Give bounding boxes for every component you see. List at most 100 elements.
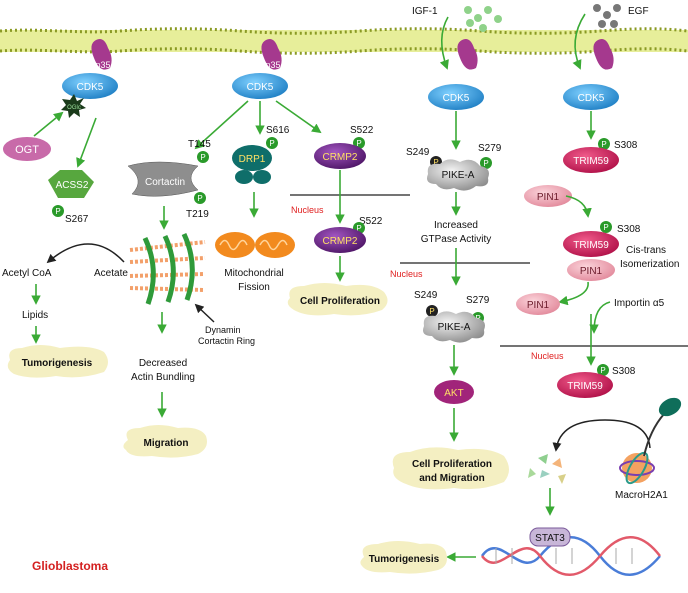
dna-helix-icon bbox=[480, 536, 661, 576]
ring-pointer-arrow bbox=[194, 303, 215, 323]
migration-cloud bbox=[123, 425, 207, 458]
macroh2a1-nucleosome-icon bbox=[619, 397, 682, 485]
acss2-label: ACSS2 bbox=[56, 180, 89, 191]
macroh2a1-degradation-arrow bbox=[552, 419, 651, 452]
pin1-b-label: PIN1 bbox=[580, 266, 603, 277]
pin1-binding-arrow bbox=[565, 195, 592, 218]
acetyl-coa-label: Acetyl CoA bbox=[2, 268, 52, 279]
mito-result-1: Mitochondrial bbox=[224, 268, 283, 279]
figure-label: Glioblastoma bbox=[32, 559, 108, 573]
macroh2a1-label: MacroH2A1 bbox=[615, 490, 668, 501]
crmp2-nuclear-node bbox=[314, 227, 366, 253]
lipids-label: Lipids bbox=[22, 310, 48, 321]
egf-arrow bbox=[572, 13, 586, 70]
cdk5-to-acss2-arrow bbox=[76, 117, 97, 168]
egf-ligand-dots bbox=[593, 4, 621, 28]
stat3-label: STAT3 bbox=[535, 533, 565, 544]
cdk5-label-1: CDK5 bbox=[77, 82, 104, 93]
trim59-b-site: S308 bbox=[617, 224, 641, 235]
phospho-crmp2-label: P bbox=[356, 139, 361, 148]
ring-label-2: Cortactin Ring bbox=[198, 336, 255, 346]
ring-label-1: Dynamin bbox=[205, 325, 241, 335]
cdk5-complex-3 bbox=[428, 39, 484, 110]
stat3-node bbox=[529, 527, 571, 547]
phospho-trim59-b-label: P bbox=[603, 223, 608, 232]
drp1-site: S616 bbox=[266, 125, 290, 136]
crmp2-node bbox=[314, 143, 366, 169]
phospho-pike-left-label: P bbox=[433, 158, 438, 167]
trim59-b-node bbox=[563, 231, 619, 257]
pike-nuclear-label: PIKE-A bbox=[438, 322, 471, 333]
crmp2-nucleus-label: Nucleus bbox=[291, 205, 324, 215]
pike-label: PIKE-A bbox=[442, 170, 475, 181]
cortactin-node bbox=[127, 161, 199, 197]
mitochondria-icon bbox=[215, 232, 295, 258]
crmp2-site: S522 bbox=[350, 125, 374, 136]
crmp2-nuclear-label: CRMP2 bbox=[322, 236, 357, 247]
cdk5-to-crmp2-arrow bbox=[275, 100, 322, 134]
pike-nuclear-site-right: S279 bbox=[466, 295, 490, 306]
gtpase-line-2: GTPase Activity bbox=[421, 234, 492, 245]
pike-nucleus-label: Nucleus bbox=[390, 269, 423, 279]
cdk5-label-4: CDK5 bbox=[578, 93, 605, 104]
pike-result-2: and Migration bbox=[419, 473, 485, 484]
trim59-c-node bbox=[557, 372, 613, 398]
cortactin-site-bottom: T219 bbox=[186, 209, 209, 220]
akt-label: AKT bbox=[444, 388, 463, 399]
p35-label-1: p35 bbox=[95, 60, 110, 70]
actin-result-2: Actin Bundling bbox=[131, 372, 195, 383]
phospho-trim59-c-icon bbox=[597, 364, 609, 376]
cdk5-label-3: CDK5 bbox=[443, 93, 470, 104]
phospho-pike-right-icon bbox=[480, 157, 492, 169]
pike-result-1: Cell Proliferation bbox=[412, 459, 492, 470]
pike-site-right: S279 bbox=[478, 143, 502, 154]
isomerization-line-1: Cis-trans bbox=[626, 245, 666, 256]
trim-nucleus-label: Nucleus bbox=[531, 351, 564, 361]
isomerization-line-2: Isomerization bbox=[620, 259, 679, 270]
phospho-acss2-label: P bbox=[55, 207, 60, 216]
trim59-c-label: TRIM59 bbox=[567, 381, 603, 392]
cell-membrane bbox=[0, 27, 688, 55]
phospho-cortactin-top-icon bbox=[197, 151, 209, 163]
phospho-crmp2-nuclear-label: P bbox=[356, 224, 361, 233]
importin-arrow bbox=[589, 301, 611, 334]
pike-node bbox=[427, 159, 489, 191]
cdk5-complex-2 bbox=[232, 39, 288, 99]
migration-label: Migration bbox=[144, 438, 189, 449]
p35-label-2: p35 bbox=[265, 60, 280, 70]
igf1-label: IGF-1 bbox=[412, 6, 438, 17]
phospho-trim59-c-label: P bbox=[600, 366, 605, 375]
p35-label-4: p35 bbox=[595, 68, 610, 78]
oglc-star-icon bbox=[61, 94, 86, 118]
cdk5-to-cortactin-arrow bbox=[194, 100, 249, 150]
igf1-arrow bbox=[439, 16, 449, 70]
p35-label-3: p35 bbox=[459, 68, 474, 78]
ogt-arrow bbox=[33, 111, 64, 137]
phospho-cortactin-bottom-label: P bbox=[197, 194, 202, 203]
pike-result-cloud bbox=[392, 447, 509, 490]
proliferation-cloud bbox=[287, 283, 388, 316]
phospho-trim59-icon bbox=[598, 138, 610, 150]
pin1-c-node bbox=[516, 293, 560, 315]
ogt-node bbox=[3, 137, 51, 161]
cdk5-complex-1 bbox=[62, 39, 118, 99]
phospho-drp1-label: P bbox=[269, 139, 274, 148]
phospho-trim59-b-icon bbox=[600, 221, 612, 233]
mito-result-2: Fission bbox=[238, 282, 270, 293]
phospho-cortactin-bottom-icon bbox=[194, 192, 206, 204]
phospho-pike-nuclear-left-icon bbox=[426, 305, 438, 317]
cortactin-label: Cortactin bbox=[145, 177, 185, 188]
tumorigenesis-cloud-1 bbox=[7, 345, 108, 378]
ogt-label: OGT bbox=[15, 144, 39, 156]
trim59-site: S308 bbox=[614, 140, 638, 151]
acss2-site: S267 bbox=[65, 214, 89, 225]
cdk5-label-2: CDK5 bbox=[247, 82, 274, 93]
crmp2-label: CRMP2 bbox=[322, 152, 357, 163]
phospho-cortactin-top-label: P bbox=[200, 153, 205, 162]
trim59-b-label: TRIM59 bbox=[573, 240, 609, 251]
tumorigenesis-label-1: Tumorigenesis bbox=[22, 358, 93, 369]
tumorigenesis-label-2: Tumorigenesis bbox=[369, 554, 440, 565]
pike-site-left: S249 bbox=[406, 147, 430, 158]
drp1-label: DRP1 bbox=[239, 154, 266, 165]
